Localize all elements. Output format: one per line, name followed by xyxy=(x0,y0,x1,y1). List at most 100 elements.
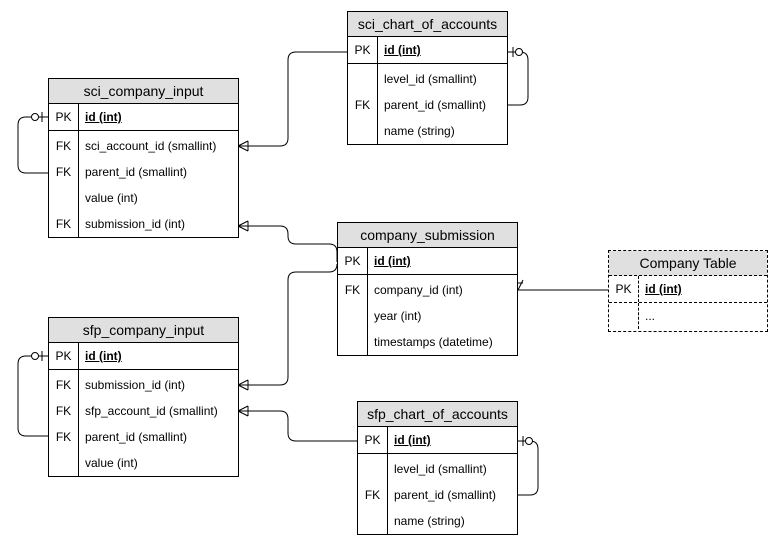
field-name: value (int) xyxy=(85,456,138,470)
column-divider xyxy=(367,248,368,274)
pk-field: id (int) xyxy=(374,254,411,268)
pk-row: PK id (int) xyxy=(358,427,517,453)
column-divider xyxy=(638,276,639,302)
table-title: sci_company_input xyxy=(49,79,238,104)
column-divider xyxy=(377,64,378,144)
attribute-row: name (string) xyxy=(358,508,517,534)
pk-row: PK id (int) xyxy=(338,248,517,274)
rel-sfp-chart-self xyxy=(518,440,539,496)
field-name: value (int) xyxy=(85,191,138,205)
key-label: PK xyxy=(55,349,72,363)
field-name: parent_id (smallint) xyxy=(85,165,188,179)
rel-sci-chart-self xyxy=(508,51,529,106)
zero-circle-icon xyxy=(515,48,523,56)
attribute-row: FK parent_id (smallint) xyxy=(348,92,507,118)
pk-section: PK id (int) xyxy=(49,343,238,370)
attribute-section: level_id (smallint) FK parent_id (smalli… xyxy=(348,64,507,144)
key-label: PK xyxy=(364,433,381,447)
rel-sci-input-to-sci-chart xyxy=(238,51,347,147)
column-divider xyxy=(638,303,639,329)
attribute-row: FK sfp_account_id (smallint) xyxy=(49,398,238,424)
table-sfp-chart-of-accounts[interactable]: sfp_chart_of_accounts PK id (int) level_… xyxy=(357,401,518,535)
rel-sci-input-to-submission xyxy=(238,225,338,262)
key-label: FK xyxy=(55,165,72,179)
pk-field: id (int) xyxy=(85,110,122,124)
attribute-row: value (int) xyxy=(49,185,238,211)
rel-sci-input-self xyxy=(17,116,48,174)
crow-foot-icon xyxy=(237,140,249,152)
attribute-row: timestamps (datetime) xyxy=(338,329,517,355)
field-name: level_id (smallint) xyxy=(394,462,487,476)
crow-foot-icon xyxy=(237,379,249,391)
key-label: PK xyxy=(344,254,361,268)
table-title: sci_chart_of_accounts xyxy=(348,12,507,37)
zero-circle-icon xyxy=(31,352,39,360)
attribute-row: FK company_id (int) xyxy=(338,277,517,303)
table-sfp-company-input[interactable]: sfp_company_input PK id (int) FK submiss… xyxy=(48,317,239,477)
key-label: FK xyxy=(55,217,72,231)
column-divider xyxy=(78,370,79,476)
zero-circle-icon xyxy=(525,437,533,445)
field-name: timestamps (datetime) xyxy=(374,335,493,349)
attribute-section: FK submission_id (int) FK sfp_account_id… xyxy=(49,370,238,476)
field-name: name (string) xyxy=(394,514,465,528)
field-name: name (string) xyxy=(384,124,455,138)
pk-section: PK id (int) xyxy=(49,104,238,131)
attribute-row: level_id (smallint) xyxy=(358,456,517,482)
table-company[interactable]: Company Table PK id (int) ... xyxy=(608,250,768,332)
attribute-row: FK parent_id (smallint) xyxy=(358,482,517,508)
key-label: FK xyxy=(344,283,361,297)
pk-row: PK id (int) xyxy=(609,276,767,302)
attribute-section: FK sci_account_id (smallint) FK parent_i… xyxy=(49,131,238,237)
table-sci-company-input[interactable]: sci_company_input PK id (int) FK sci_acc… xyxy=(48,78,239,238)
field-name: parent_id (smallint) xyxy=(394,488,497,502)
key-label: FK xyxy=(364,488,381,502)
pk-row: PK id (int) xyxy=(49,343,238,369)
pk-section: PK id (int) xyxy=(348,37,507,64)
field-name: submission_id (int) xyxy=(85,378,186,392)
key-label: FK xyxy=(55,139,72,153)
attribute-row: name (string) xyxy=(348,118,507,144)
attribute-row: level_id (smallint) xyxy=(348,66,507,92)
rel-sfp-input-self xyxy=(17,355,48,437)
field-name: ... xyxy=(645,309,656,323)
pk-section: PK id (int) xyxy=(338,248,517,275)
table-sci-chart-of-accounts[interactable]: sci_chart_of_accounts PK id (int) level_… xyxy=(347,11,508,145)
key-label: FK xyxy=(55,430,72,444)
field-name: parent_id (smallint) xyxy=(85,430,188,444)
table-title: sfp_chart_of_accounts xyxy=(358,402,517,427)
pk-row: PK id (int) xyxy=(348,37,507,63)
key-label: FK xyxy=(354,98,371,112)
field-name: year (int) xyxy=(374,309,422,323)
attribute-section: level_id (smallint) FK parent_id (smalli… xyxy=(358,454,517,534)
table-company-submission[interactable]: company_submission PK id (int) FK compan… xyxy=(337,222,518,356)
attribute-row: ... xyxy=(609,303,767,329)
key-label: PK xyxy=(55,110,72,124)
column-divider xyxy=(387,454,388,534)
column-divider xyxy=(377,37,378,63)
pk-field: id (int) xyxy=(384,43,421,57)
column-divider xyxy=(78,104,79,130)
attribute-row: year (int) xyxy=(338,303,517,329)
key-label: FK xyxy=(55,404,72,418)
attribute-row: FK submission_id (int) xyxy=(49,372,238,398)
field-name: company_id (int) xyxy=(374,283,463,297)
field-name: level_id (smallint) xyxy=(384,72,477,86)
pk-field: id (int) xyxy=(645,282,682,296)
pk-section: PK id (int) xyxy=(358,427,517,454)
column-divider xyxy=(78,131,79,237)
attribute-row: FK submission_id (int) xyxy=(49,211,238,237)
pk-field: id (int) xyxy=(85,349,122,363)
table-title: sfp_company_input xyxy=(49,318,238,343)
pk-section: PK id (int) xyxy=(609,276,767,303)
column-divider xyxy=(387,427,388,453)
attribute-section: FK company_id (int) year (int) timestamp… xyxy=(338,275,517,355)
rel-sfp-input-to-submission xyxy=(238,263,338,386)
attribute-row: FK parent_id (smallint) xyxy=(49,159,238,185)
field-name: sfp_account_id (smallint) xyxy=(85,404,218,418)
field-name: submission_id (int) xyxy=(85,217,186,231)
key-label: PK xyxy=(354,43,371,57)
zero-circle-icon xyxy=(31,113,39,121)
key-label: FK xyxy=(55,378,72,392)
